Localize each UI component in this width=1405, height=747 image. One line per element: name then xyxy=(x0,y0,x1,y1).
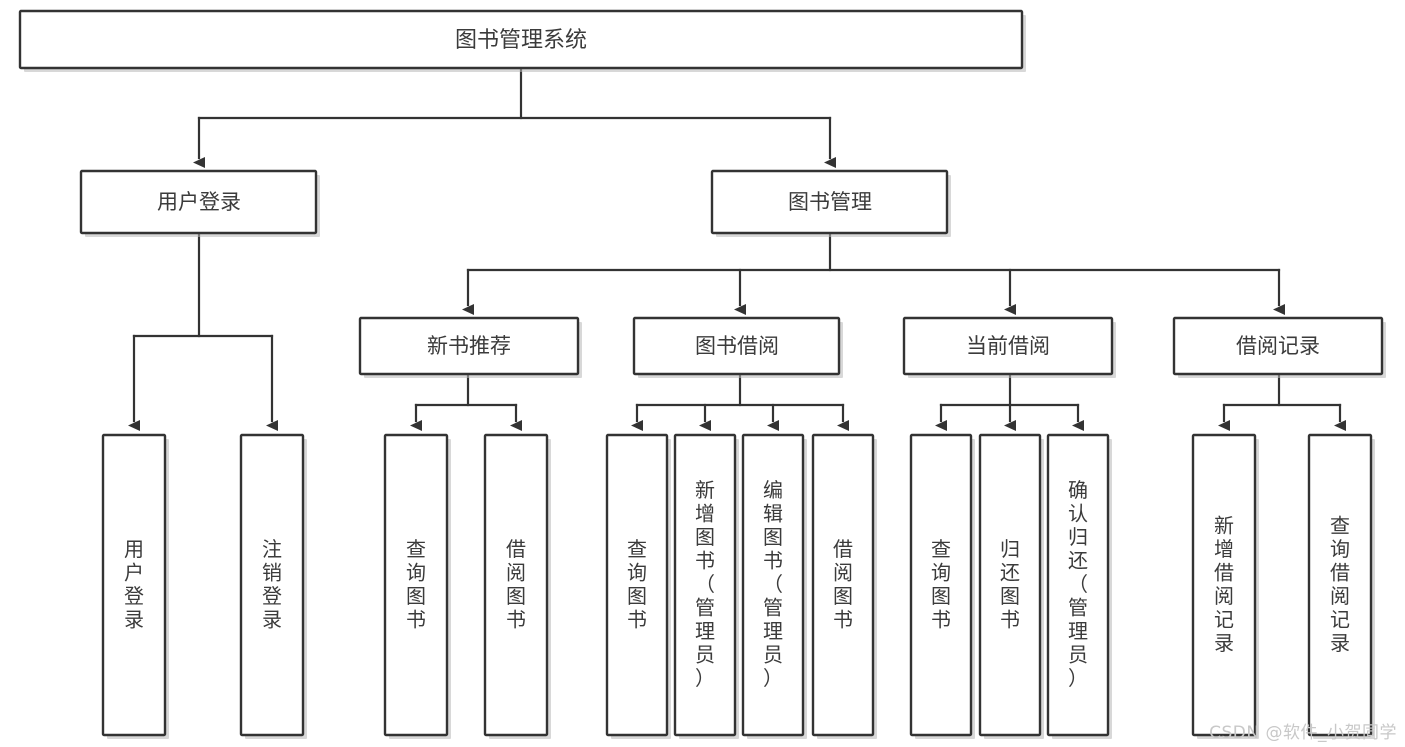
leaf-new-book-0[interactable]: 查询图书 xyxy=(383,433,451,739)
leaf-current-borrow-2-label: 确认归还（管理员） xyxy=(1068,478,1088,690)
leaf-borrow-record-1-label: 查询借阅记录 xyxy=(1330,513,1350,655)
leaf-new-book-1-label: 借阅图书 xyxy=(506,536,526,631)
node-user-login-label: 用户登录 xyxy=(157,190,241,214)
node-book-manage-label: 图书管理 xyxy=(788,190,872,214)
leaf-user-login-1[interactable]: 注销登录 xyxy=(239,433,307,739)
leaf-borrow-record-0[interactable]: 新增借阅记录 xyxy=(1191,433,1259,739)
leaf-current-borrow-0[interactable]: 查询图书 xyxy=(909,433,975,739)
leaf-current-borrow-1[interactable]: 归还图书 xyxy=(978,433,1044,739)
node-book-manage[interactable]: 图书管理 xyxy=(710,169,951,237)
leaf-new-book-0-label: 查询图书 xyxy=(406,536,426,631)
leaf-borrow-book-1[interactable]: 新增图书（管理员） xyxy=(673,433,739,739)
node-borrow-record[interactable]: 借阅记录 xyxy=(1172,316,1386,378)
node-new-book[interactable]: 新书推荐 xyxy=(358,316,582,378)
leaf-layer: 用户登录 注销登录 查询图书 借阅图书 查询图书 新增图书（管理员） 编辑图书（管理员） 借阅… xyxy=(101,433,1375,739)
node-root[interactable]: 图书管理系统 xyxy=(18,9,1026,72)
leaf-user-login-1-label: 注销登录 xyxy=(262,536,282,631)
node-root-label: 图书管理系统 xyxy=(455,28,587,53)
leaf-current-borrow-1-label: 归还图书 xyxy=(1000,536,1020,631)
node-new-book-label: 新书推荐 xyxy=(427,334,511,358)
leaf-borrow-book-3[interactable]: 借阅图书 xyxy=(811,433,877,739)
leaf-user-login-0-label: 用户登录 xyxy=(124,536,144,631)
node-current-borrow[interactable]: 当前借阅 xyxy=(902,316,1116,378)
leaf-current-borrow-0-label: 查询图书 xyxy=(931,536,951,631)
leaf-new-book-1[interactable]: 借阅图书 xyxy=(483,433,551,739)
leaf-borrow-record-0-label: 新增借阅记录 xyxy=(1214,513,1234,655)
node-current-borrow-label: 当前借阅 xyxy=(966,334,1050,358)
leaf-borrow-book-0-label: 查询图书 xyxy=(627,536,647,631)
leaf-borrow-book-3-label: 借阅图书 xyxy=(833,536,853,631)
leaf-borrow-book-2[interactable]: 编辑图书（管理员） xyxy=(741,433,807,739)
node-borrow-book[interactable]: 图书借阅 xyxy=(632,316,843,378)
connector-layer xyxy=(128,68,1346,431)
leaf-borrow-book-2-label: 编辑图书（管理员） xyxy=(763,478,783,690)
leaf-borrow-book-1-label: 新增图书（管理员） xyxy=(695,478,715,690)
leaf-user-login-0[interactable]: 用户登录 xyxy=(101,433,169,739)
leaf-borrow-book-0[interactable]: 查询图书 xyxy=(605,433,671,739)
node-borrow-book-label: 图书借阅 xyxy=(695,334,779,358)
leaf-borrow-record-1[interactable]: 查询借阅记录 xyxy=(1307,433,1375,739)
leaf-current-borrow-2[interactable]: 确认归还（管理员） xyxy=(1046,433,1112,739)
node-borrow-record-label: 借阅记录 xyxy=(1236,334,1320,358)
node-user-login[interactable]: 用户登录 xyxy=(79,169,320,237)
